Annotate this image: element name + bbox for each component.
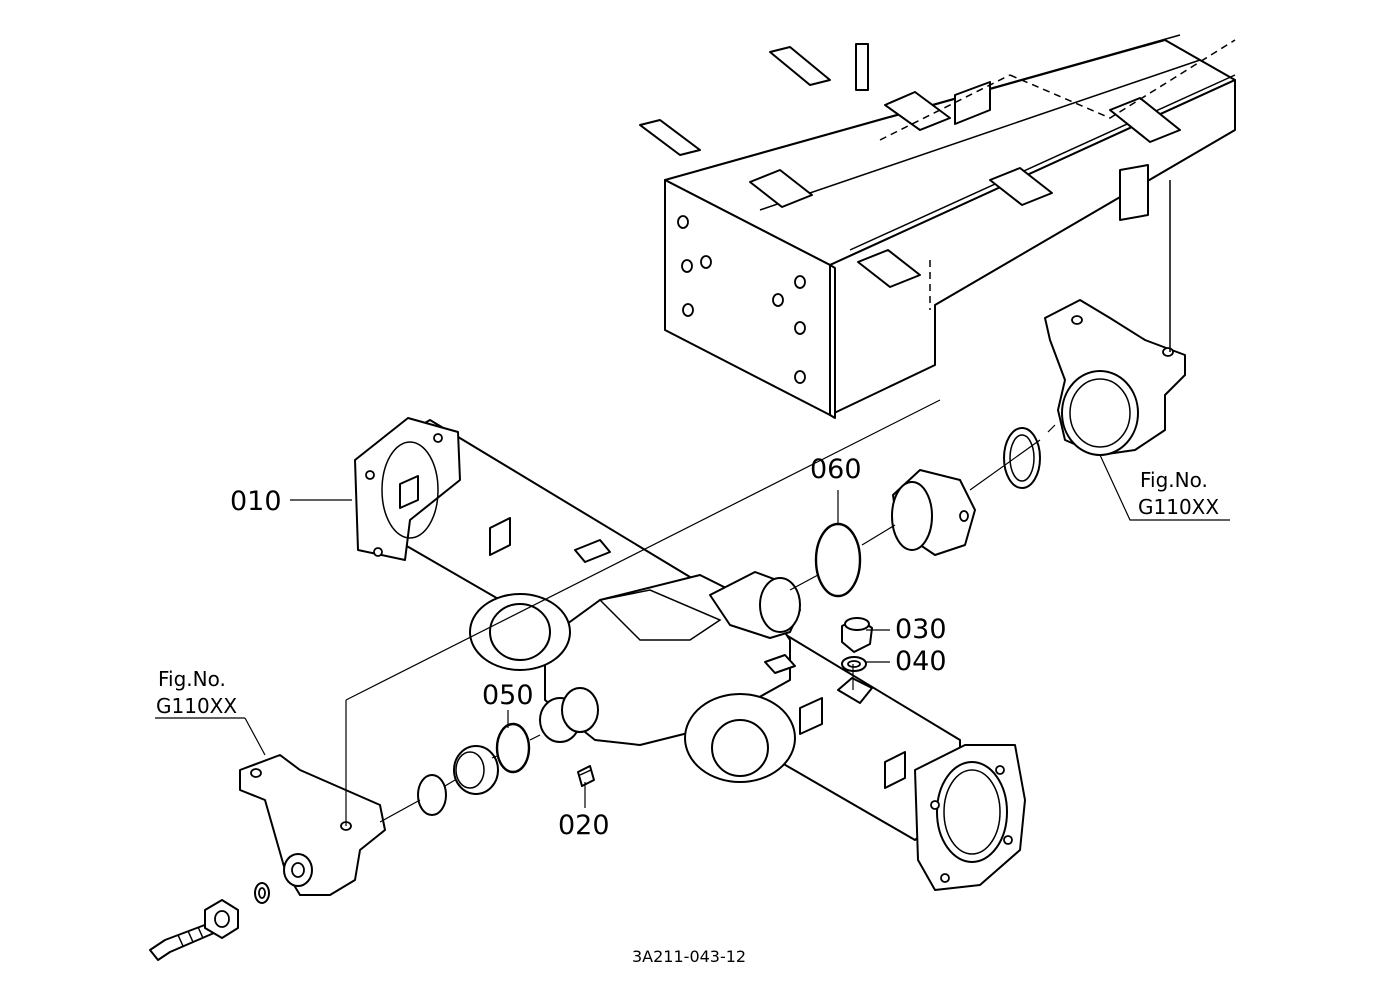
label-060: 060 [810, 454, 862, 485]
assembly-lines [345, 399, 1056, 826]
rear-thrust-collar [1003, 427, 1041, 489]
o-ring-060 [814, 522, 862, 598]
mounting-washer [254, 882, 270, 904]
label-030: 030 [895, 614, 947, 645]
rear-bushing [891, 469, 976, 556]
fig-ref-left-code: G110XX [156, 694, 237, 718]
o-ring-050 [495, 722, 531, 774]
frame-assembly [639, 34, 1236, 419]
drawing-code: 3A211-043-12 [632, 947, 746, 966]
label-040: 040 [895, 646, 947, 677]
grease-nipple-020 [577, 765, 595, 787]
mounting-nut [204, 899, 239, 939]
front-thrust-washer [417, 774, 447, 816]
fig-ref-left-label: Fig.No. [158, 667, 226, 691]
left-support-bracket [149, 754, 386, 961]
front-bushing [453, 745, 499, 795]
label-020: 020 [558, 810, 610, 841]
right-support-bracket [1044, 180, 1186, 456]
label-010: 010 [230, 486, 282, 517]
callouts [155, 454, 1230, 808]
front-axle-case [354, 417, 1026, 891]
plug-030 [841, 617, 873, 653]
washer-040 [841, 656, 867, 672]
label-050: 050 [482, 680, 534, 711]
fig-ref-right-code: G110XX [1138, 495, 1219, 519]
fig-ref-right-label: Fig.No. [1140, 468, 1208, 492]
